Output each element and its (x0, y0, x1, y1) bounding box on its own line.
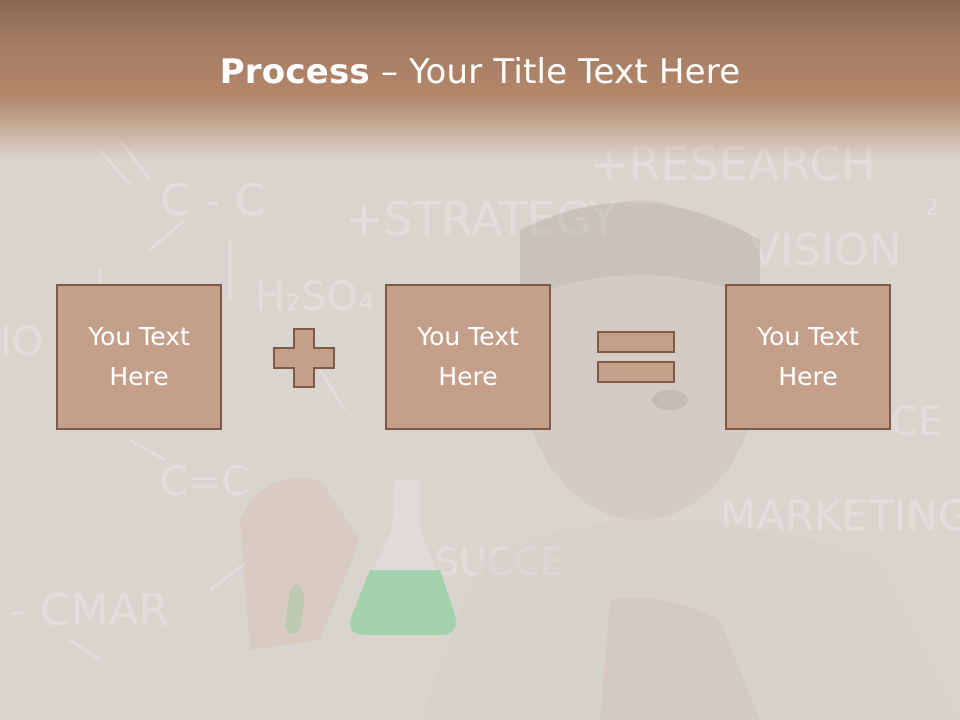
title-band (0, 0, 960, 160)
chalk-cc: C - C (160, 175, 265, 226)
process-box-label: You Text Here (88, 322, 190, 391)
chalk-strategy: +STRATEGY (345, 192, 618, 246)
process-box-1[interactable]: You Text Here (56, 284, 222, 430)
chalk-cmar: - CMAR (10, 585, 169, 636)
chalk-io: IO (0, 319, 43, 365)
process-box-label: You Text Here (417, 322, 519, 391)
chalk-c-eq: C=C (160, 459, 249, 505)
flask-illustration (285, 480, 456, 635)
process-box-3[interactable]: You Text Here (725, 284, 891, 430)
process-box-2[interactable]: You Text Here (385, 284, 551, 430)
chalk-vision: VISION (750, 225, 902, 276)
chalk-superscript: 2 (925, 196, 939, 221)
chalk-success: SUCCE (435, 540, 564, 584)
process-box-label: You Text Here (757, 322, 859, 391)
scientist-figure (420, 200, 960, 720)
plus-icon (273, 328, 335, 388)
title-bold: Process (219, 52, 370, 92)
chalk-formula: H₂SO₄ (255, 274, 374, 320)
slide-title: Process – Your Title Text Here (0, 52, 960, 92)
equals-icon (597, 331, 675, 383)
chalk-ce: CE (890, 399, 943, 445)
chalk-marketing: MARKETING (720, 491, 960, 540)
title-rest: – Your Title Text Here (369, 52, 741, 92)
